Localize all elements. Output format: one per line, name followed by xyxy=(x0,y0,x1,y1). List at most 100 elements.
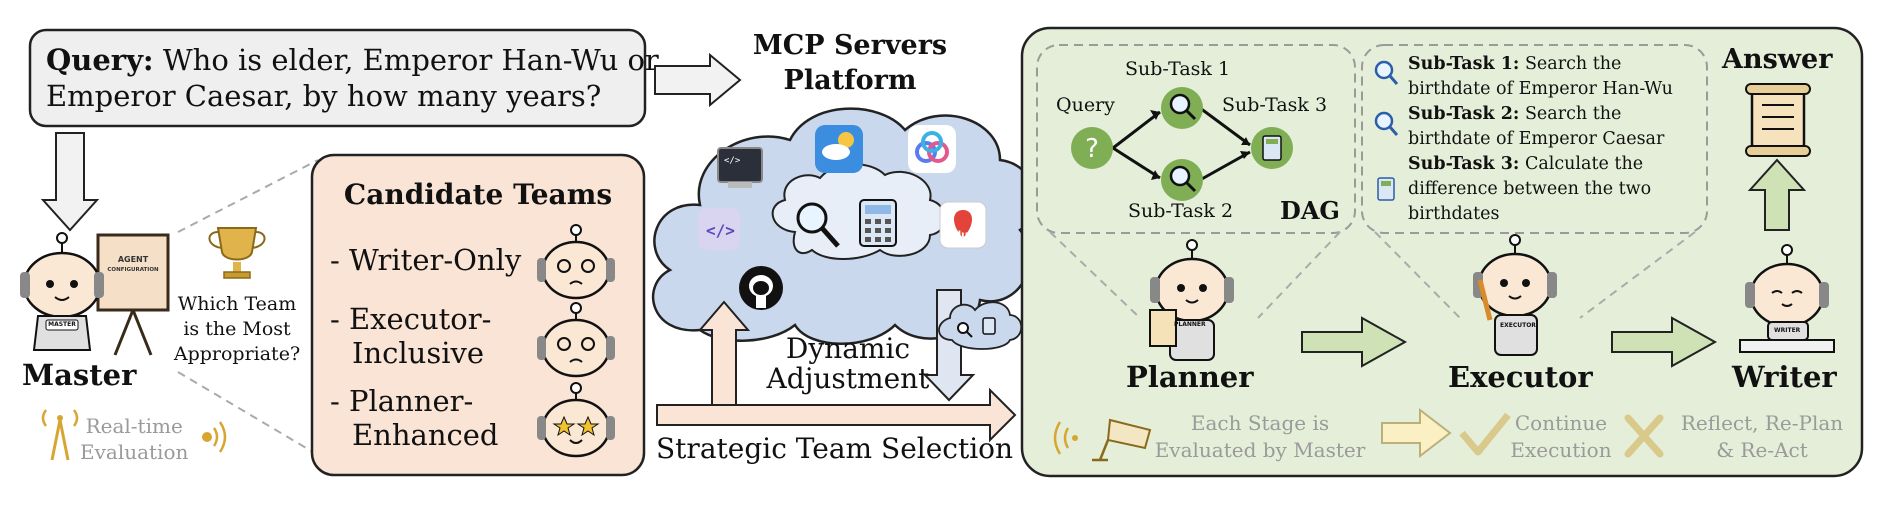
app-icon xyxy=(908,125,956,173)
dynamic-adjustment: Dynamic Adjustment xyxy=(748,334,948,394)
continue-arrow xyxy=(1381,407,1452,459)
dag-box xyxy=(1036,44,1356,234)
eval-line2: Evaluation xyxy=(80,440,189,464)
query-line2: Emperor Caesar, by how many years? xyxy=(46,79,602,113)
master-label: Master xyxy=(22,358,137,392)
master-badge: MASTER xyxy=(48,321,76,328)
github-icon xyxy=(739,266,783,310)
candidate-planner-enhanced[interactable]: - Planner- Enhanced xyxy=(330,384,498,452)
master-robot xyxy=(20,232,104,351)
wave-icon xyxy=(1053,421,1078,455)
executor-badge: EXECUTOR xyxy=(1500,322,1536,329)
signal-tower-icon xyxy=(41,409,79,461)
mcp-title-line2: Platform xyxy=(783,65,917,96)
answer-label: Answer xyxy=(1722,44,1833,75)
mcp-title: MCP Servers Platform xyxy=(730,28,970,98)
answer-scroll-icon xyxy=(1745,83,1811,157)
subtask-2: Sub-Task 2: Search the xyxy=(1408,102,1708,127)
subtask-2-l1: Search the xyxy=(1524,104,1622,124)
subtask-1: Sub-Task 1: Search the xyxy=(1408,52,1708,77)
query-label: Query: xyxy=(46,43,154,77)
planner-label: Planner xyxy=(1126,360,1254,394)
dag-query-node xyxy=(1071,127,1113,169)
eval-line1: Real-time xyxy=(85,414,183,438)
checkmark-icon xyxy=(1459,412,1511,456)
writer-to-answer-arrow xyxy=(1747,158,1807,231)
subtask-1-head: Sub-Task 1: xyxy=(1408,54,1520,74)
executor-robot xyxy=(1473,234,1557,356)
svg-text:?: ? xyxy=(1085,134,1099,164)
dag-label: DAG xyxy=(1280,196,1340,225)
subtask-search-icon xyxy=(1374,60,1399,136)
config-board xyxy=(96,233,170,356)
subtask-1-l2: birthdate of Emperor Han-Wu xyxy=(1408,79,1673,99)
subtask-3-l3: birthdates xyxy=(1408,204,1500,224)
board-line1: AGENT xyxy=(117,255,149,264)
candidate-teams-box xyxy=(310,153,646,477)
dag-subtask2-label: Sub-Task 2 xyxy=(1128,200,1234,222)
subtask-3-l1: Calculate the xyxy=(1524,154,1644,174)
query-to-mcp-arrow xyxy=(654,52,742,108)
candidate-writer-only[interactable]: - Writer-Only xyxy=(330,243,522,277)
config-board-text: AGENT CONFIGURATION xyxy=(100,255,166,275)
code-icon: </> xyxy=(698,208,740,250)
subtask-1-l1: Search the xyxy=(1524,54,1622,74)
question-line1: Which Team xyxy=(177,293,297,315)
svg-text:</>: </> xyxy=(706,221,735,240)
continue-line1: Continue xyxy=(1514,411,1608,435)
executor-inclusive-robot xyxy=(537,302,615,378)
planner-to-executor-arrow xyxy=(1301,316,1408,368)
subtask-2-l2: birthdate of Emperor Caesar xyxy=(1408,129,1665,149)
executor-to-writer-arrow xyxy=(1611,316,1718,368)
candidate-teams-title: Candidate Teams xyxy=(343,178,613,211)
candidate-executor-inclusive[interactable]: - Executor- Inclusive xyxy=(330,302,491,370)
search-icon xyxy=(796,202,840,248)
dynamic-line2: Adjustment xyxy=(766,362,930,395)
writer-only-robot xyxy=(537,224,615,300)
subtask-3: Sub-Task 3: Calculate the xyxy=(1408,152,1708,177)
subtask-2-head: Sub-Task 2: xyxy=(1408,104,1520,124)
terminal-icon: </> xyxy=(717,147,763,188)
writer-label: Writer xyxy=(1732,360,1837,394)
dynamic-line1: Dynamic xyxy=(785,332,911,365)
query-text: Query: Who is elder, Emperor Han-Wu or E… xyxy=(46,42,659,114)
svg-text:</>: </> xyxy=(724,156,741,166)
weather-icon xyxy=(815,125,863,173)
reflect-line2: & Re-Act xyxy=(1716,438,1808,462)
strategic-team-selection: Strategic Team Selection xyxy=(656,432,1014,465)
planner-enhanced-robot xyxy=(537,382,615,458)
dag-subtask1-label: Sub-Task 1 xyxy=(1125,58,1231,80)
planner-badge: PLANNER xyxy=(1174,321,1206,328)
writer-robot xyxy=(1739,244,1835,353)
map-icon xyxy=(939,201,987,249)
each-line1: Each Stage is xyxy=(1190,411,1330,435)
map-badge: du xyxy=(954,230,969,241)
planner-enhanced-line2: Enhanced xyxy=(352,418,499,452)
each-stage-text: Each Stage is Evaluated by Master xyxy=(1140,410,1380,464)
subtask-3-head: Sub-Task 3: xyxy=(1408,154,1520,174)
writer-badge: WRITER xyxy=(1774,327,1801,334)
continue-line2: Execution xyxy=(1510,438,1612,462)
reflect-text: Reflect, Re-Plan & Re-Act xyxy=(1664,410,1860,464)
planner-enhanced-line1: - Planner- xyxy=(330,384,474,418)
tool-cloud xyxy=(938,301,1023,350)
continue-text: Continue Execution xyxy=(1506,410,1616,464)
camera-icon xyxy=(1092,418,1152,462)
cross-icon xyxy=(1624,414,1664,458)
subtask-box xyxy=(1361,44,1708,234)
reflect-line1: Reflect, Re-Plan xyxy=(1680,411,1844,435)
query-to-master-arrow xyxy=(40,132,100,232)
executor-inclusive-line1: - Executor- xyxy=(330,302,492,336)
calculator-icon xyxy=(859,199,897,247)
speaker-waves-icon xyxy=(202,421,227,453)
strategic-arrow xyxy=(656,387,1017,443)
board-line2: CONFIGURATION xyxy=(107,267,159,273)
mcp-title-line1: MCP Servers xyxy=(752,30,948,61)
query-line1: Who is elder, Emperor Han-Wu or xyxy=(162,43,659,77)
question-line2: is the Most xyxy=(183,318,291,340)
subtask-calculator-icon xyxy=(1377,177,1395,201)
tool-cloud-icons xyxy=(957,317,996,338)
planner-robot xyxy=(1149,239,1234,361)
dag-query-label: Query xyxy=(1056,94,1115,116)
